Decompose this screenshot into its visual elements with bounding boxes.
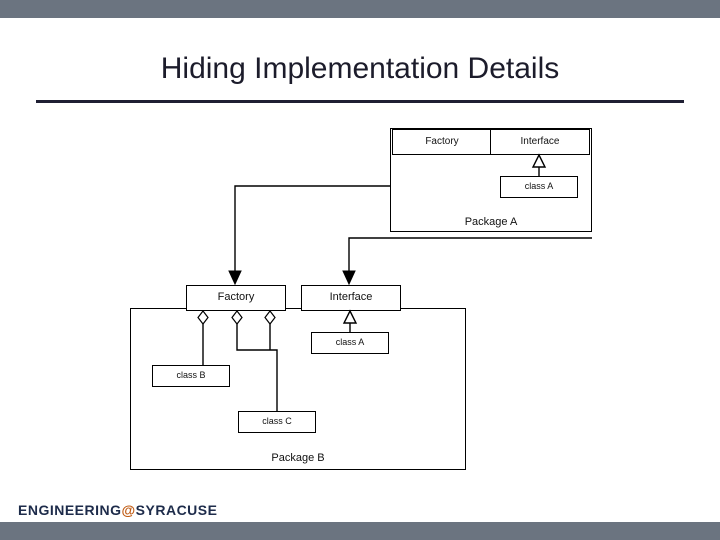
- node-label: Interface: [520, 135, 560, 147]
- footer-logo: ENGINEERING@SYRACUSE: [18, 502, 217, 518]
- arrowhead-pkga-to-b-interface: [342, 270, 356, 286]
- node-package-b-class-a: class A: [311, 332, 389, 354]
- node-package-b-factory: Factory: [186, 285, 286, 311]
- page-title: Hiding Implementation Details: [160, 52, 560, 85]
- node-label: Interface: [329, 291, 373, 304]
- node-label: class C: [262, 416, 292, 427]
- node-label: class A: [524, 181, 554, 192]
- node-package-b-class-b: class B: [152, 365, 230, 387]
- node-label: class B: [176, 370, 206, 381]
- line-pkga-to-b-factory: [234, 185, 390, 272]
- node-label: Factory: [217, 291, 255, 304]
- title-underline: [36, 100, 684, 103]
- package-b-label: Package B: [271, 452, 325, 464]
- line-pkga-to-b-interface: [348, 237, 390, 272]
- footer-logo-right: SYRACUSE: [135, 502, 218, 518]
- node-package-a-class-a: class A: [500, 176, 578, 198]
- node-package-a-interface: Interface: [490, 129, 590, 155]
- package-a-label: Package A: [464, 216, 518, 228]
- arrowhead-pkga-to-b-factory: [228, 270, 242, 286]
- footer-logo-at: @: [121, 502, 136, 518]
- node-label: class A: [335, 337, 365, 348]
- node-label: Factory: [425, 135, 459, 147]
- bottom-accent-bar: [0, 522, 720, 540]
- node-package-b-class-c: class C: [238, 411, 316, 433]
- node-package-a-factory: Factory: [392, 129, 492, 155]
- node-package-b-interface: Interface: [301, 285, 401, 311]
- package-b-container: [130, 308, 466, 470]
- footer-logo-left: ENGINEERING: [18, 502, 122, 518]
- top-accent-bar: [0, 0, 720, 18]
